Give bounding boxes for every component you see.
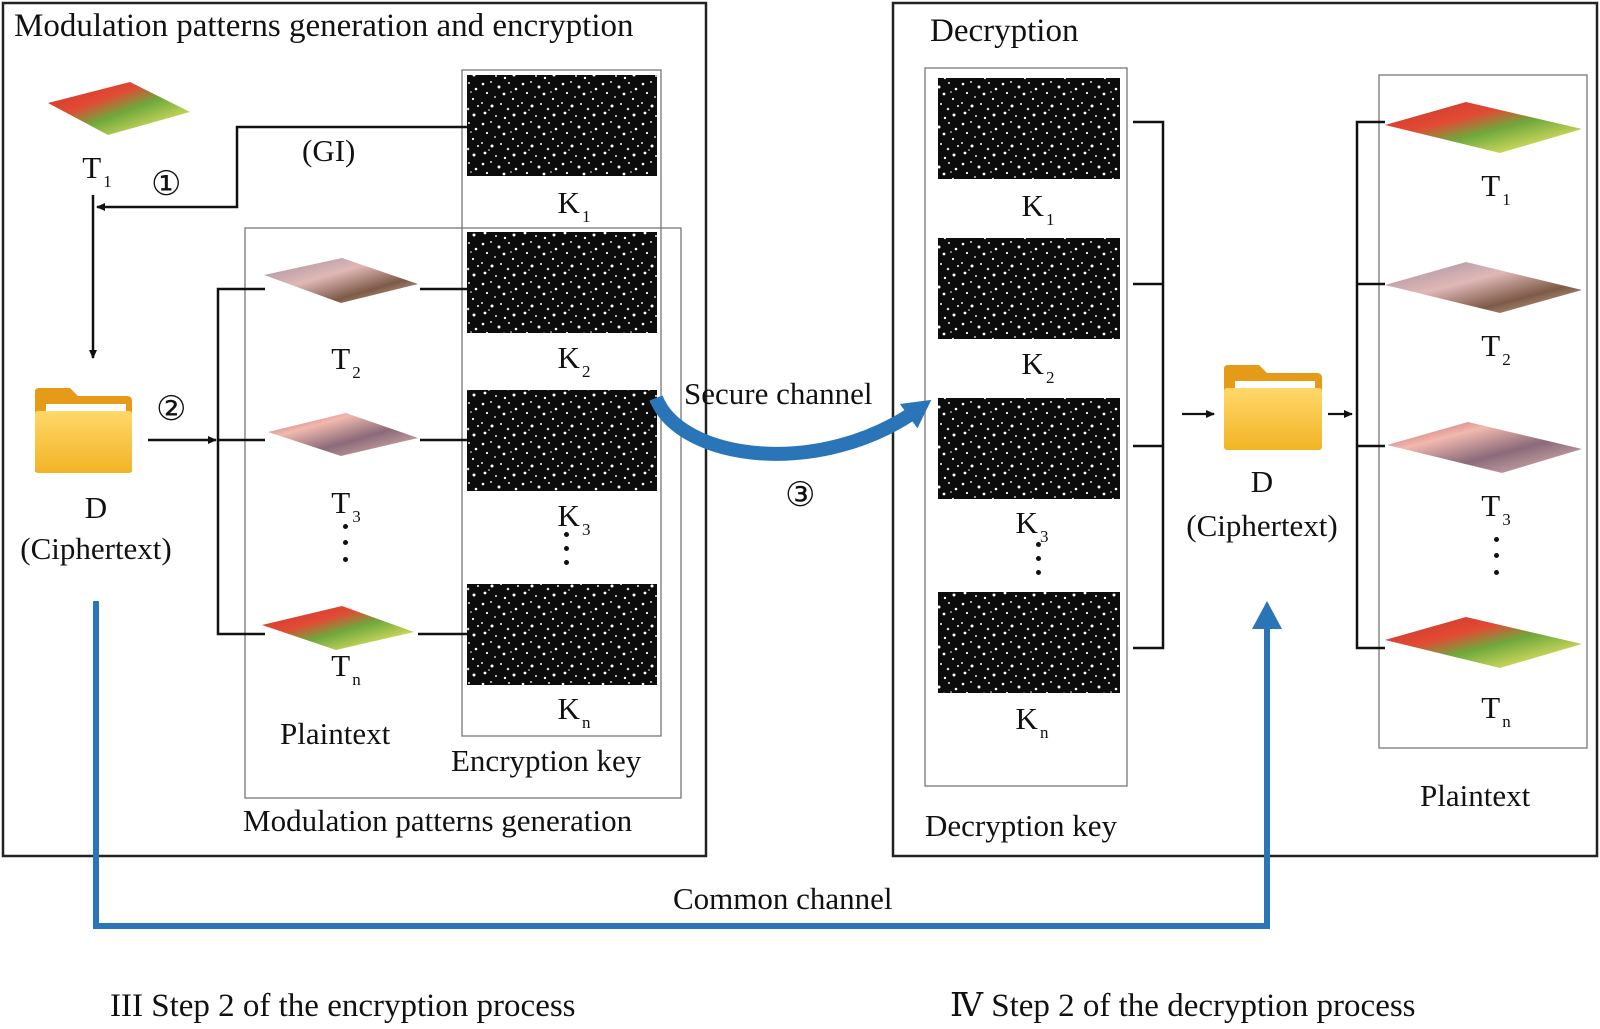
dec-key-pattern-k2 bbox=[938, 238, 1120, 339]
dec-key-pattern-k3 bbox=[938, 398, 1120, 499]
gi-label: (GI) bbox=[302, 133, 356, 168]
right-plaintext-bracket bbox=[1355, 120, 1385, 650]
plaintext-label-left: Plaintext bbox=[280, 716, 391, 751]
common-channel-line bbox=[93, 601, 1282, 929]
step2-marker: ② bbox=[156, 389, 187, 429]
decryption-key-label: Decryption key bbox=[925, 808, 1117, 843]
secure-channel-arrow bbox=[649, 395, 932, 461]
ciphertext-label-right: (Ciphertext) bbox=[1186, 508, 1338, 543]
ellipsis-dec-keys bbox=[1036, 540, 1042, 584]
image-right-t1 bbox=[1385, 102, 1582, 153]
image-right-t3 bbox=[1387, 422, 1582, 473]
folder-icon-left bbox=[35, 388, 132, 473]
caption-decryption: Ⅳ Step 2 of the decryption process bbox=[950, 988, 1416, 1024]
encryption-panel-title: Modulation patterns generation and encry… bbox=[14, 8, 634, 44]
image-right-tn bbox=[1385, 617, 1582, 668]
gi-arrow bbox=[96, 125, 467, 211]
image-t2 bbox=[264, 258, 418, 303]
d-label-right: D bbox=[1250, 464, 1274, 499]
caption-encryption: III Step 2 of the encryption process bbox=[110, 988, 576, 1024]
key-pattern-k3 bbox=[467, 390, 657, 491]
step3-marker: ③ bbox=[785, 475, 816, 515]
step1-marker: ① bbox=[151, 164, 182, 204]
image-t3 bbox=[268, 413, 418, 456]
dec-key-pattern-k1 bbox=[938, 78, 1120, 179]
ellipsis-right-plaintext bbox=[1494, 535, 1500, 579]
key-pattern-k2 bbox=[467, 232, 657, 333]
image-right-t2 bbox=[1385, 262, 1582, 313]
image-tn bbox=[262, 606, 414, 650]
encryption-key-label: Encryption key bbox=[451, 743, 642, 778]
d-label-left: D bbox=[84, 490, 108, 525]
dec-key-bracket bbox=[1133, 120, 1165, 650]
plaintext-box-right bbox=[1378, 74, 1588, 749]
modulation-group-box bbox=[244, 227, 682, 799]
encryption-panel bbox=[1, 1, 708, 858]
key-pattern-kn bbox=[467, 584, 657, 685]
dec-key-pattern-kn bbox=[938, 592, 1120, 693]
key-pattern-k1 bbox=[467, 75, 657, 176]
secure-channel-label: Secure channel bbox=[684, 376, 873, 411]
folder-icon-right bbox=[1224, 365, 1322, 450]
common-channel-label: Common channel bbox=[673, 881, 893, 916]
plaintext-label-right: Plaintext bbox=[1420, 778, 1531, 813]
decryption-panel-title: Decryption bbox=[930, 13, 1079, 49]
ciphertext-label-left: (Ciphertext) bbox=[20, 531, 172, 566]
ellipsis-plaintext bbox=[343, 522, 349, 566]
plaintext-bracket bbox=[216, 287, 265, 636]
ellipsis-keys bbox=[564, 530, 570, 574]
modulation-group-label: Modulation patterns generation bbox=[243, 803, 633, 838]
image-t1 bbox=[48, 82, 190, 135]
